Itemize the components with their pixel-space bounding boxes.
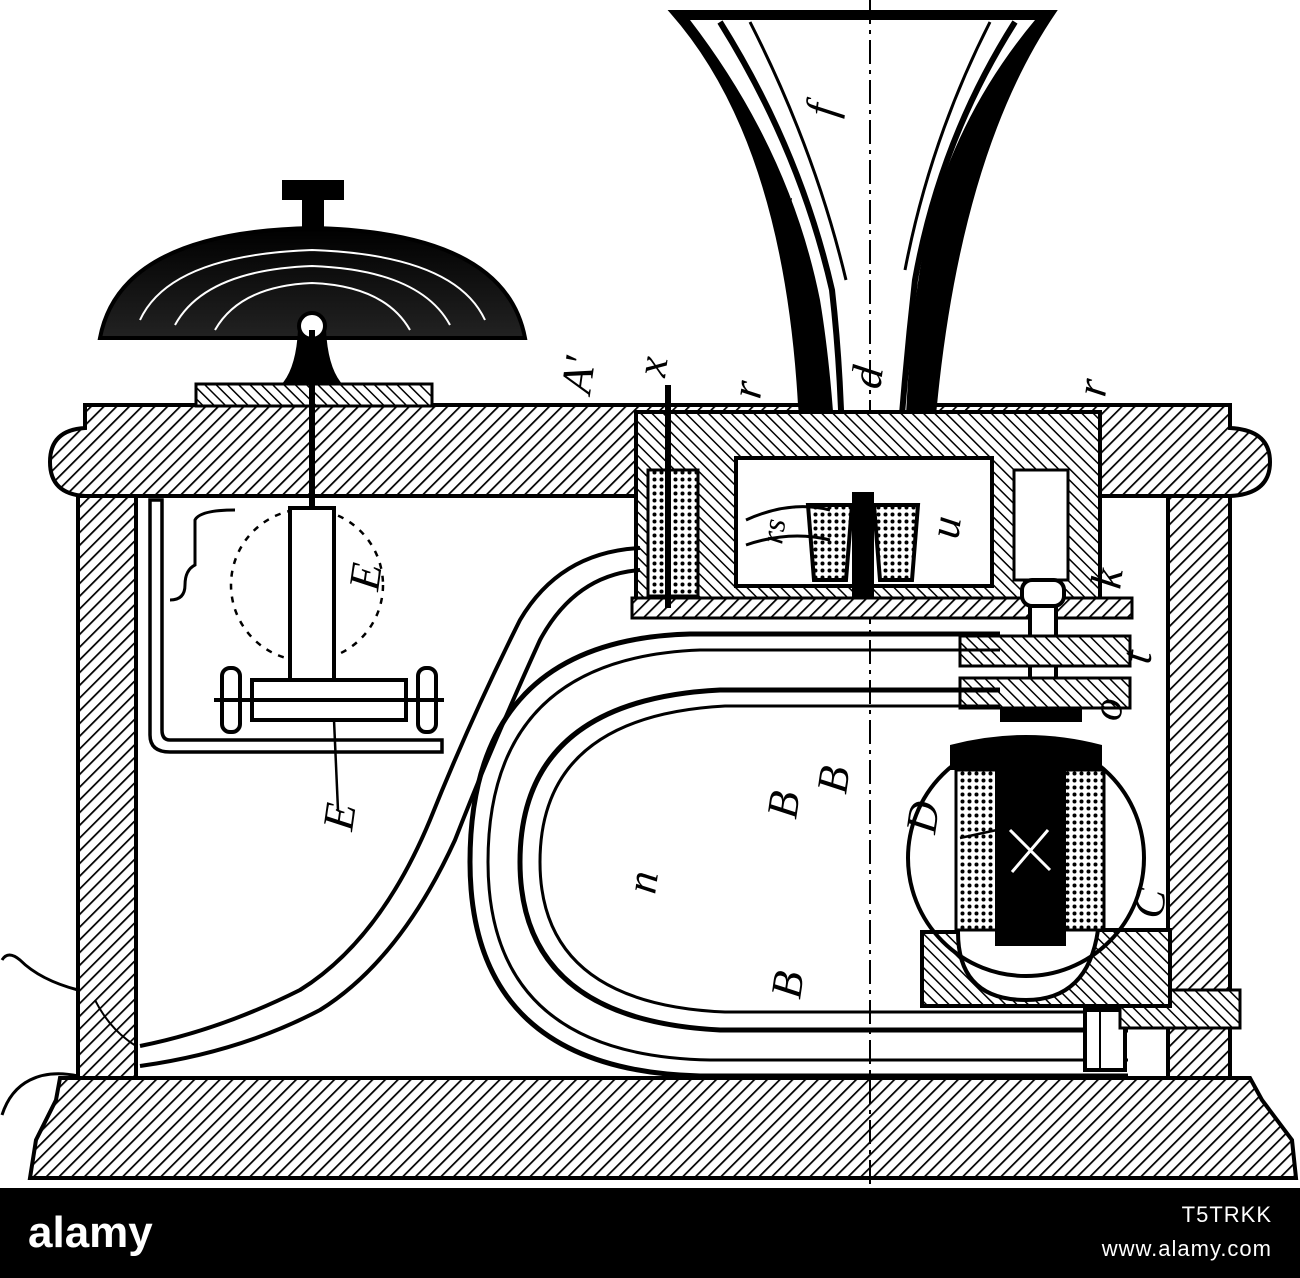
label-n: n	[616, 868, 668, 897]
label-rs: rs	[753, 516, 792, 546]
label-B-upper2: B	[807, 763, 859, 796]
label-D: D	[896, 798, 949, 837]
base-plate	[27, 1076, 1299, 1180]
right-post	[1166, 494, 1232, 1080]
label-E-lower: E	[313, 800, 365, 835]
label-r2: r	[1066, 375, 1117, 400]
site-url: www.alamy.com	[1101, 1236, 1272, 1261]
label-E-upper: E	[339, 560, 391, 595]
induction-coil	[906, 735, 1172, 1008]
wires	[0, 546, 641, 1116]
alamy-wordmark: alamy	[28, 1209, 153, 1257]
label-B-upper1: B	[757, 788, 809, 821]
diaphragm-chamber	[630, 385, 1134, 620]
left-post	[76, 494, 138, 1080]
label-A-prime: A'	[551, 352, 605, 399]
alamy-logo: alamy	[0, 1188, 320, 1278]
funnel	[667, 0, 1058, 1188]
label-x: x	[626, 353, 677, 381]
label-r1: r	[721, 377, 772, 402]
label-a: a	[761, 192, 799, 213]
watermark-bar: alamy T5TRKK www.alamy.com	[0, 1188, 1300, 1278]
hammer-mechanism	[148, 330, 444, 811]
adjusting-screw	[958, 578, 1132, 722]
label-B-lower: B	[761, 968, 813, 1001]
image-id: T5TRKK	[1181, 1202, 1272, 1227]
telephone-receiver-diagram: f a d A' x r r rs u k t o E E B B B n D …	[0, 0, 1299, 1188]
